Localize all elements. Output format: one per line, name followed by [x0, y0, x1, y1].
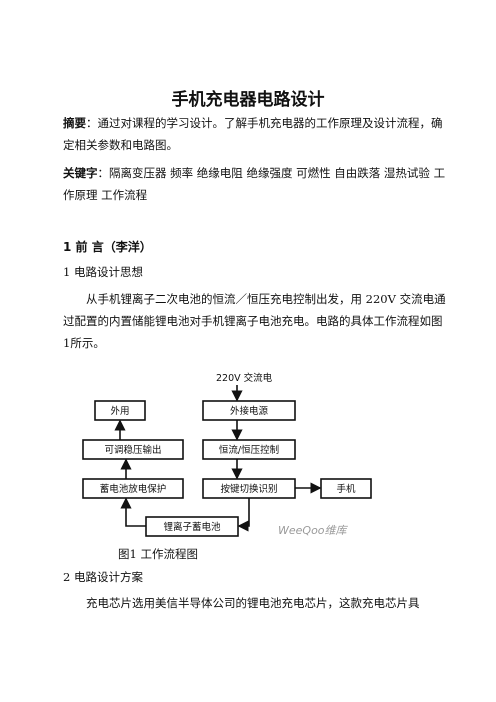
keywords-paragraph: 关键字：隔离变压器 频率 绝缘电阻 绝缘强度 可燃性 自由跌落 湿热试验 工作原…	[63, 162, 449, 206]
keywords-label: 关键字	[63, 166, 98, 180]
arrow-battery-to-protect	[120, 497, 146, 527]
document-title: 手机充电器电路设计	[171, 90, 325, 110]
box-external-label: 外用	[110, 405, 129, 417]
box-discharge-protect	[82, 478, 184, 499]
box-switch-recognize-label: 按键切换识别	[220, 483, 277, 495]
box-li-battery-label: 锂离子蓄电池	[163, 521, 221, 533]
section-heading: 1 前 言（李洋）	[63, 240, 152, 254]
workflow-diagram: 220V 交流电 外用 可调稳压输出 蓄电池放电保护 外接电源 恒流/恒压控制 …	[82, 372, 372, 537]
box-adjustable-output-label: 可调稳压输出	[104, 444, 161, 456]
box-adjustable-output	[82, 439, 184, 460]
ac-source-label: 220V 交流电	[216, 372, 273, 384]
box-cc-cv-control	[202, 439, 296, 460]
keywords-text: ：隔离变压器 频率 绝缘电阻 绝缘强度 可燃性 自由跌落 湿热试验 工作原理 工…	[63, 166, 446, 202]
design-idea-paragraph: 从手机锂离子二次电池的恒流／恒压充电控制出发，用 220V 交流电通过配置的内置…	[63, 292, 446, 350]
box-phone-label: 手机	[336, 483, 356, 495]
box-external-power	[202, 400, 296, 421]
abstract-paragraph: 摘要：通过对课程的学习设计。了解手机充电器的工作原理及设计流程，确定相关参数和电…	[63, 112, 449, 156]
abstract-label: 摘要	[63, 116, 86, 130]
box-cc-cv-control-label: 恒流/恒压控制	[219, 444, 279, 456]
subsection-heading-1: 1 电路设计思想	[63, 265, 143, 279]
abstract-text: ：通过对课程的学习设计。了解手机充电器的工作原理及设计流程，确定相关参数和电路图…	[63, 116, 443, 152]
watermark-text: WeeQoo维库	[278, 524, 349, 537]
design-scheme-paragraph: 充电芯片选用美信半导体公司的锂电池充电芯片，这款充电芯片具	[86, 596, 420, 610]
arrow-switch-to-battery	[237, 498, 250, 532]
subsection-heading-2: 2 电路设计方案	[63, 570, 143, 584]
figure-caption: 图1 工作流程图	[118, 547, 198, 561]
box-external-power-label: 外接电源	[230, 405, 269, 417]
box-discharge-protect-label: 蓄电池放电保护	[100, 483, 167, 495]
